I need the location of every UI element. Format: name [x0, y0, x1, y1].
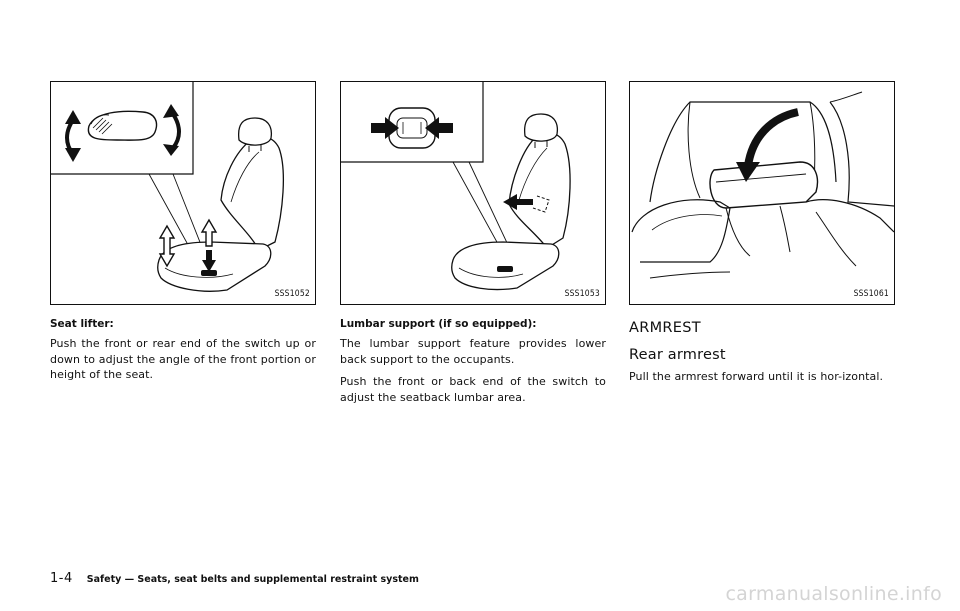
lumbar-support-paragraph-2: Push the front or back end of the switch… — [340, 375, 606, 404]
seat-lifter-illustration: SSS1052 — [50, 81, 316, 305]
page-footer: 1-4 Safety — Seats, seat belts and suppl… — [50, 571, 419, 586]
seat-lifter-heading: Seat lifter: — [50, 318, 114, 330]
lumbar-support-illustration: SSS1053 — [340, 81, 606, 305]
rear-armrest-drawing — [631, 91, 894, 279]
lumbar-support-paragraph-1: The lumbar support feature provides lowe… — [340, 337, 606, 366]
rear-armrest-paragraph: Pull the armrest forward until it is hor… — [629, 370, 884, 383]
lumbar-support-drawing — [341, 82, 571, 291]
lumbar-support-heading: Lumbar support (if so equipped): — [340, 318, 537, 330]
chapter-title: Safety — Seats, seat belts and supplemen… — [86, 574, 419, 585]
column-armrest: SSS1061 ARMREST Rear armrest Pull the ar… — [629, 81, 895, 385]
seat-lifter-paragraph: Push the front or rear end of the switch… — [50, 337, 316, 381]
column-seat-lifter: SSS1052 Seat lifter: Push the front or r… — [50, 81, 316, 383]
seat-lifter-drawing — [51, 82, 285, 292]
armrest-section-title: ARMREST — [629, 320, 701, 336]
figure-code: SSS1053 — [564, 289, 600, 299]
rear-armrest-subtitle: Rear armrest — [629, 347, 726, 363]
rear-armrest-illustration: SSS1061 — [629, 81, 895, 305]
figure-code: SSS1061 — [853, 289, 889, 299]
figure-code: SSS1052 — [274, 289, 310, 299]
column-lumbar-support: SSS1053 Lumbar support (if so equipped):… — [340, 81, 606, 405]
watermark: carmanualsonline.info — [725, 583, 942, 605]
page-number: 1-4 — [50, 571, 73, 586]
